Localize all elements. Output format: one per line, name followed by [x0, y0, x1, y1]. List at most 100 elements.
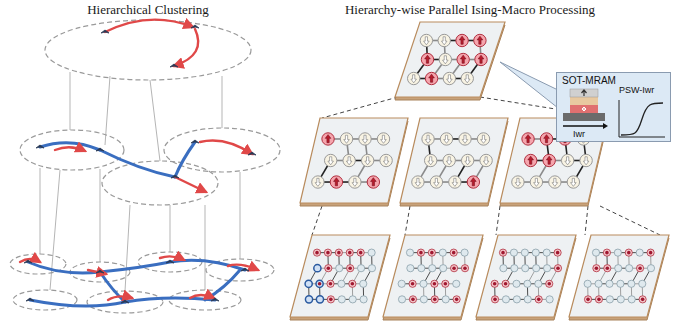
spin-dot — [444, 282, 448, 286]
cluster-path — [20, 259, 40, 262]
spin-dot — [595, 266, 599, 270]
spin-dot — [649, 251, 653, 255]
spin-node — [421, 53, 433, 65]
hierarchy-dash — [322, 97, 398, 118]
spin-arrow — [571, 178, 577, 186]
spin-arrow — [443, 56, 449, 64]
spin-node — [450, 249, 457, 256]
spin-node — [357, 249, 364, 256]
spin-arrow — [483, 157, 489, 165]
spin-node — [408, 72, 420, 84]
spin-arrow — [534, 178, 540, 186]
spin-node — [305, 280, 312, 287]
spin-node — [535, 280, 542, 287]
spin-dot — [351, 282, 355, 286]
cluster-ellipse — [45, 20, 251, 80]
spin-node — [491, 296, 498, 303]
spin-node — [313, 249, 320, 256]
cluster-path — [175, 177, 206, 192]
spin-node — [524, 296, 531, 303]
spin-node — [532, 249, 539, 256]
spin-node — [442, 296, 449, 303]
spin-arrow — [428, 157, 434, 165]
spin-dot — [419, 251, 423, 255]
spin-arrow — [444, 135, 450, 143]
spin-node — [327, 296, 334, 303]
spin-node — [524, 280, 531, 287]
cluster-path — [88, 270, 106, 274]
spin-dot — [606, 266, 610, 270]
section-heading: Hierarchical Clustering — [87, 2, 209, 17]
spin-node — [360, 280, 367, 287]
spin-node — [580, 154, 592, 166]
spin-node — [502, 296, 509, 303]
spin-arrow — [325, 135, 331, 143]
spin-arrow — [478, 55, 484, 63]
spin-dot — [537, 298, 541, 302]
spin-node — [324, 249, 331, 256]
spin-node — [406, 249, 413, 256]
spin-arrow — [344, 135, 350, 143]
cluster-path — [55, 147, 85, 151]
hierarchy-dash — [585, 206, 588, 235]
spin-node — [593, 265, 600, 272]
hierarchy-link — [170, 205, 171, 252]
spin-node — [499, 249, 506, 256]
agent-marker — [248, 152, 256, 155]
spin-node — [349, 176, 361, 188]
spin-node — [349, 280, 356, 287]
spin-arrow — [525, 135, 531, 143]
barrier-layer — [570, 97, 598, 105]
spin-node — [459, 133, 471, 145]
spin-node — [368, 249, 375, 256]
ising-plane — [395, 22, 505, 97]
spin-node — [567, 176, 579, 188]
spin-node — [420, 34, 432, 46]
spin-dot — [586, 298, 590, 302]
agent-marker — [171, 175, 179, 178]
spin-node — [617, 296, 624, 303]
agent-marker — [101, 30, 109, 33]
spin-arrow — [471, 178, 477, 186]
cluster-ellipse — [13, 290, 77, 310]
spin-arrow — [411, 75, 417, 83]
spin-node — [327, 280, 334, 287]
spin-node — [626, 265, 633, 272]
spin-node — [340, 133, 352, 145]
agent-marker — [121, 300, 129, 303]
spin-node — [475, 53, 487, 65]
spin-node — [549, 176, 561, 188]
cluster-path — [28, 260, 245, 273]
spin-node — [316, 280, 323, 287]
spin-node — [480, 154, 492, 166]
spin-node — [338, 280, 345, 287]
spin-arrow — [381, 135, 387, 143]
hierarchy-link — [150, 80, 160, 161]
hierarchy-dash — [600, 206, 660, 235]
spin-dot — [452, 266, 456, 270]
spin-node — [524, 154, 536, 166]
cluster-path — [190, 295, 214, 298]
spin-node — [625, 249, 632, 256]
signal-label: PSW-Iwr — [619, 85, 654, 96]
hierarchy-link — [222, 76, 223, 128]
spin-node — [617, 280, 624, 287]
spin-node — [357, 265, 364, 272]
cluster-path — [40, 143, 100, 150]
spin-node — [584, 280, 591, 287]
spin-arrow — [352, 178, 358, 186]
spin-dot — [348, 251, 352, 255]
ising-plane — [383, 235, 483, 317]
spin-dot — [315, 251, 319, 255]
spin-arrow — [546, 156, 552, 164]
spin-arrow — [383, 157, 389, 165]
spin-dot — [556, 266, 560, 270]
spin-dot — [501, 251, 505, 255]
agent-marker — [241, 268, 249, 271]
spin-node — [639, 296, 646, 303]
spin-node — [461, 154, 473, 166]
spin-node — [510, 249, 517, 256]
spin-node — [412, 176, 424, 188]
spin-node — [453, 280, 460, 287]
